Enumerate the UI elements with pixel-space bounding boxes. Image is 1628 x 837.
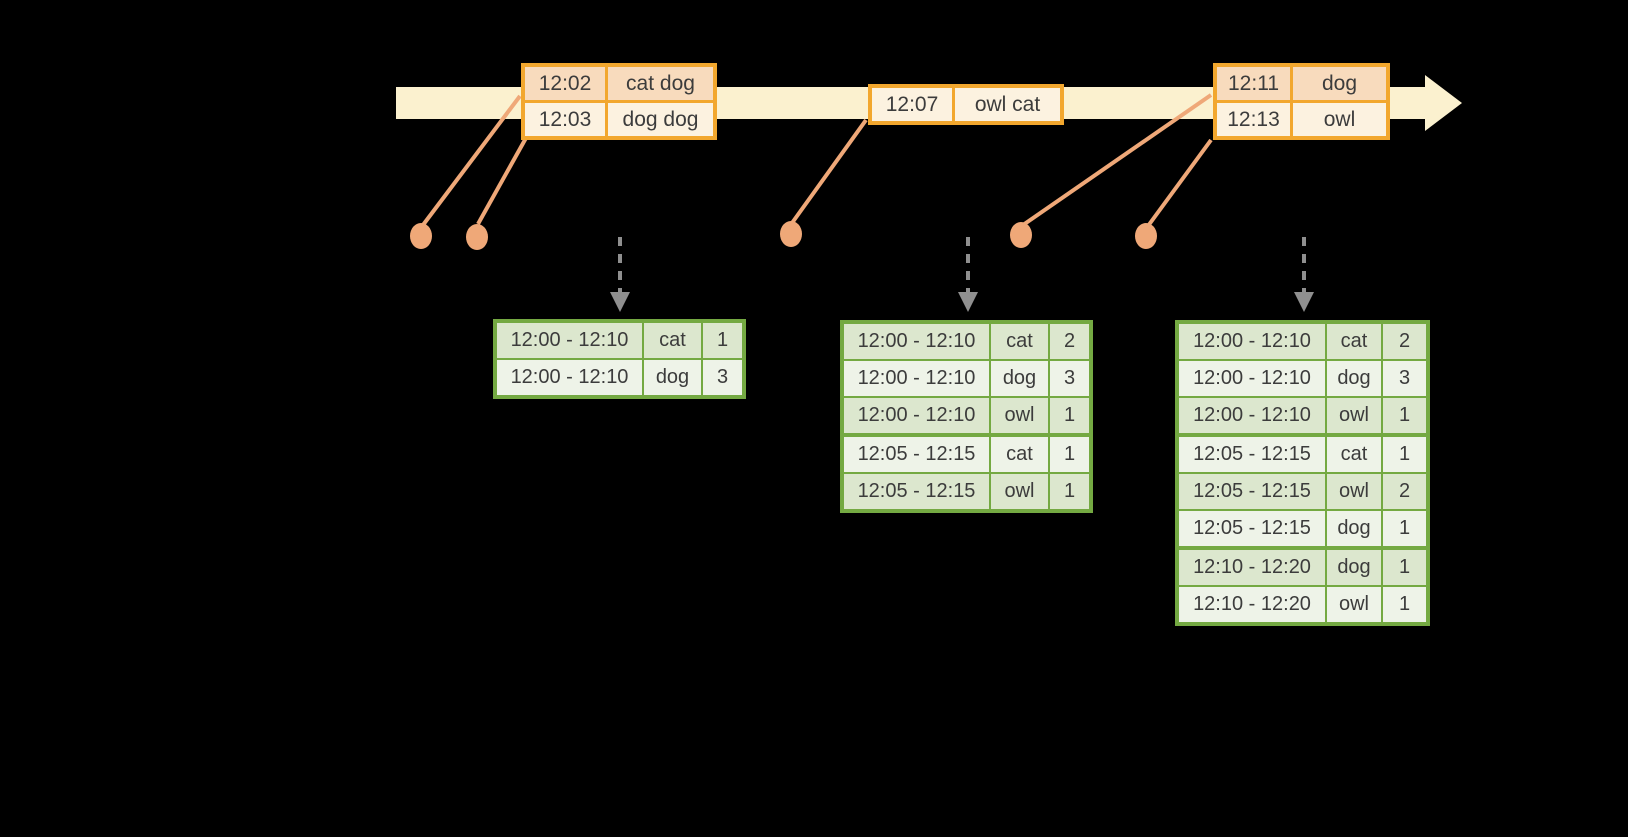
table-cell-count: 1 — [1381, 550, 1426, 585]
event-connector-line — [421, 94, 522, 227]
event-dot — [780, 221, 802, 247]
table-cell-window: 12:00 - 12:10 — [1179, 324, 1325, 359]
table-cell-words: dog dog — [605, 103, 713, 136]
event-dot — [1010, 222, 1032, 248]
table-cell-time: 12:02 — [525, 67, 605, 100]
event-dot — [410, 223, 432, 249]
table-cell-word: cat — [989, 324, 1048, 359]
table-cell-word: dog — [1325, 511, 1381, 546]
event-connector-line — [1146, 138, 1213, 228]
table-cell-word: owl — [1325, 398, 1381, 433]
table-cell-word: cat — [1325, 324, 1381, 359]
trigger-arrow — [958, 237, 978, 312]
table-cell-words: owl cat — [952, 88, 1060, 121]
table-cell-count: 1 — [1048, 437, 1089, 472]
table-cell-word: cat — [989, 437, 1048, 472]
table-cell-word: cat — [642, 323, 701, 358]
table-cell-window: 12:05 - 12:15 — [1179, 474, 1325, 509]
table-cell-time: 12:03 — [525, 103, 605, 136]
table-cell-window: 12:00 - 12:10 — [1179, 398, 1325, 433]
table-cell-count: 1 — [1381, 398, 1426, 433]
table-cell-window: 12:10 - 12:20 — [1179, 587, 1325, 622]
table-cell-window: 12:00 - 12:10 — [844, 398, 989, 433]
table-cell-count: 1 — [1048, 398, 1089, 433]
table-cell-window: 12:00 - 12:10 — [1179, 361, 1325, 396]
table-cell-words: owl — [1290, 103, 1386, 136]
table-cell-count: 2 — [1381, 324, 1426, 359]
table-cell-count: 3 — [1381, 361, 1426, 396]
table-cell-count: 3 — [1048, 361, 1089, 396]
timeline-arrowhead-icon — [1425, 75, 1462, 131]
table-cell-window: 12:00 - 12:10 — [844, 361, 989, 396]
trigger-arrowhead-icon — [1294, 292, 1314, 312]
table-cell-time: 12:11 — [1217, 67, 1290, 100]
table-cell-word: dog — [989, 361, 1048, 396]
table-cell-count: 1 — [1381, 437, 1426, 472]
table-cell-word: owl — [1325, 587, 1381, 622]
table-cell-count: 1 — [1381, 511, 1426, 546]
table-cell-count: 2 — [1381, 474, 1426, 509]
table-cell-word: dog — [642, 360, 701, 395]
event-connector-line — [790, 118, 868, 225]
table-cell-window: 12:05 - 12:15 — [1179, 437, 1325, 472]
table-cell-window: 12:05 - 12:15 — [1179, 511, 1325, 546]
table-cell-window: 12:05 - 12:15 — [844, 474, 989, 509]
event-dot — [1135, 223, 1157, 249]
table-cell-word: owl — [989, 398, 1048, 433]
table-cell-word: dog — [1325, 361, 1381, 396]
trigger-arrowhead-icon — [610, 292, 630, 312]
trigger-arrowhead-icon — [958, 292, 978, 312]
table-cell-window: 12:10 - 12:20 — [1179, 550, 1325, 585]
table-cell-count: 1 — [701, 323, 742, 358]
table-cell-word: owl — [989, 474, 1048, 509]
table-cell-time: 12:13 — [1217, 103, 1290, 136]
trigger-arrow — [610, 237, 630, 312]
table-cell-count: 1 — [1381, 587, 1426, 622]
table-cell-count: 3 — [701, 360, 742, 395]
event-connector-line — [476, 137, 528, 225]
trigger-arrow — [1294, 237, 1314, 312]
table-cell-word: owl — [1325, 474, 1381, 509]
table-cell-window: 12:05 - 12:15 — [844, 437, 989, 472]
table-cell-word: cat — [1325, 437, 1381, 472]
event-dot — [466, 224, 488, 250]
table-cell-count: 1 — [1048, 474, 1089, 509]
table-cell-word: dog — [1325, 550, 1381, 585]
table-cell-window: 12:00 - 12:10 — [844, 324, 989, 359]
table-cell-window: 12:00 - 12:10 — [497, 323, 642, 358]
table-cell-words: dog — [1290, 67, 1386, 100]
table-cell-time: 12:07 — [872, 88, 952, 121]
table-cell-window: 12:00 - 12:10 — [497, 360, 642, 395]
table-cell-words: cat dog — [605, 67, 713, 100]
table-cell-count: 2 — [1048, 324, 1089, 359]
